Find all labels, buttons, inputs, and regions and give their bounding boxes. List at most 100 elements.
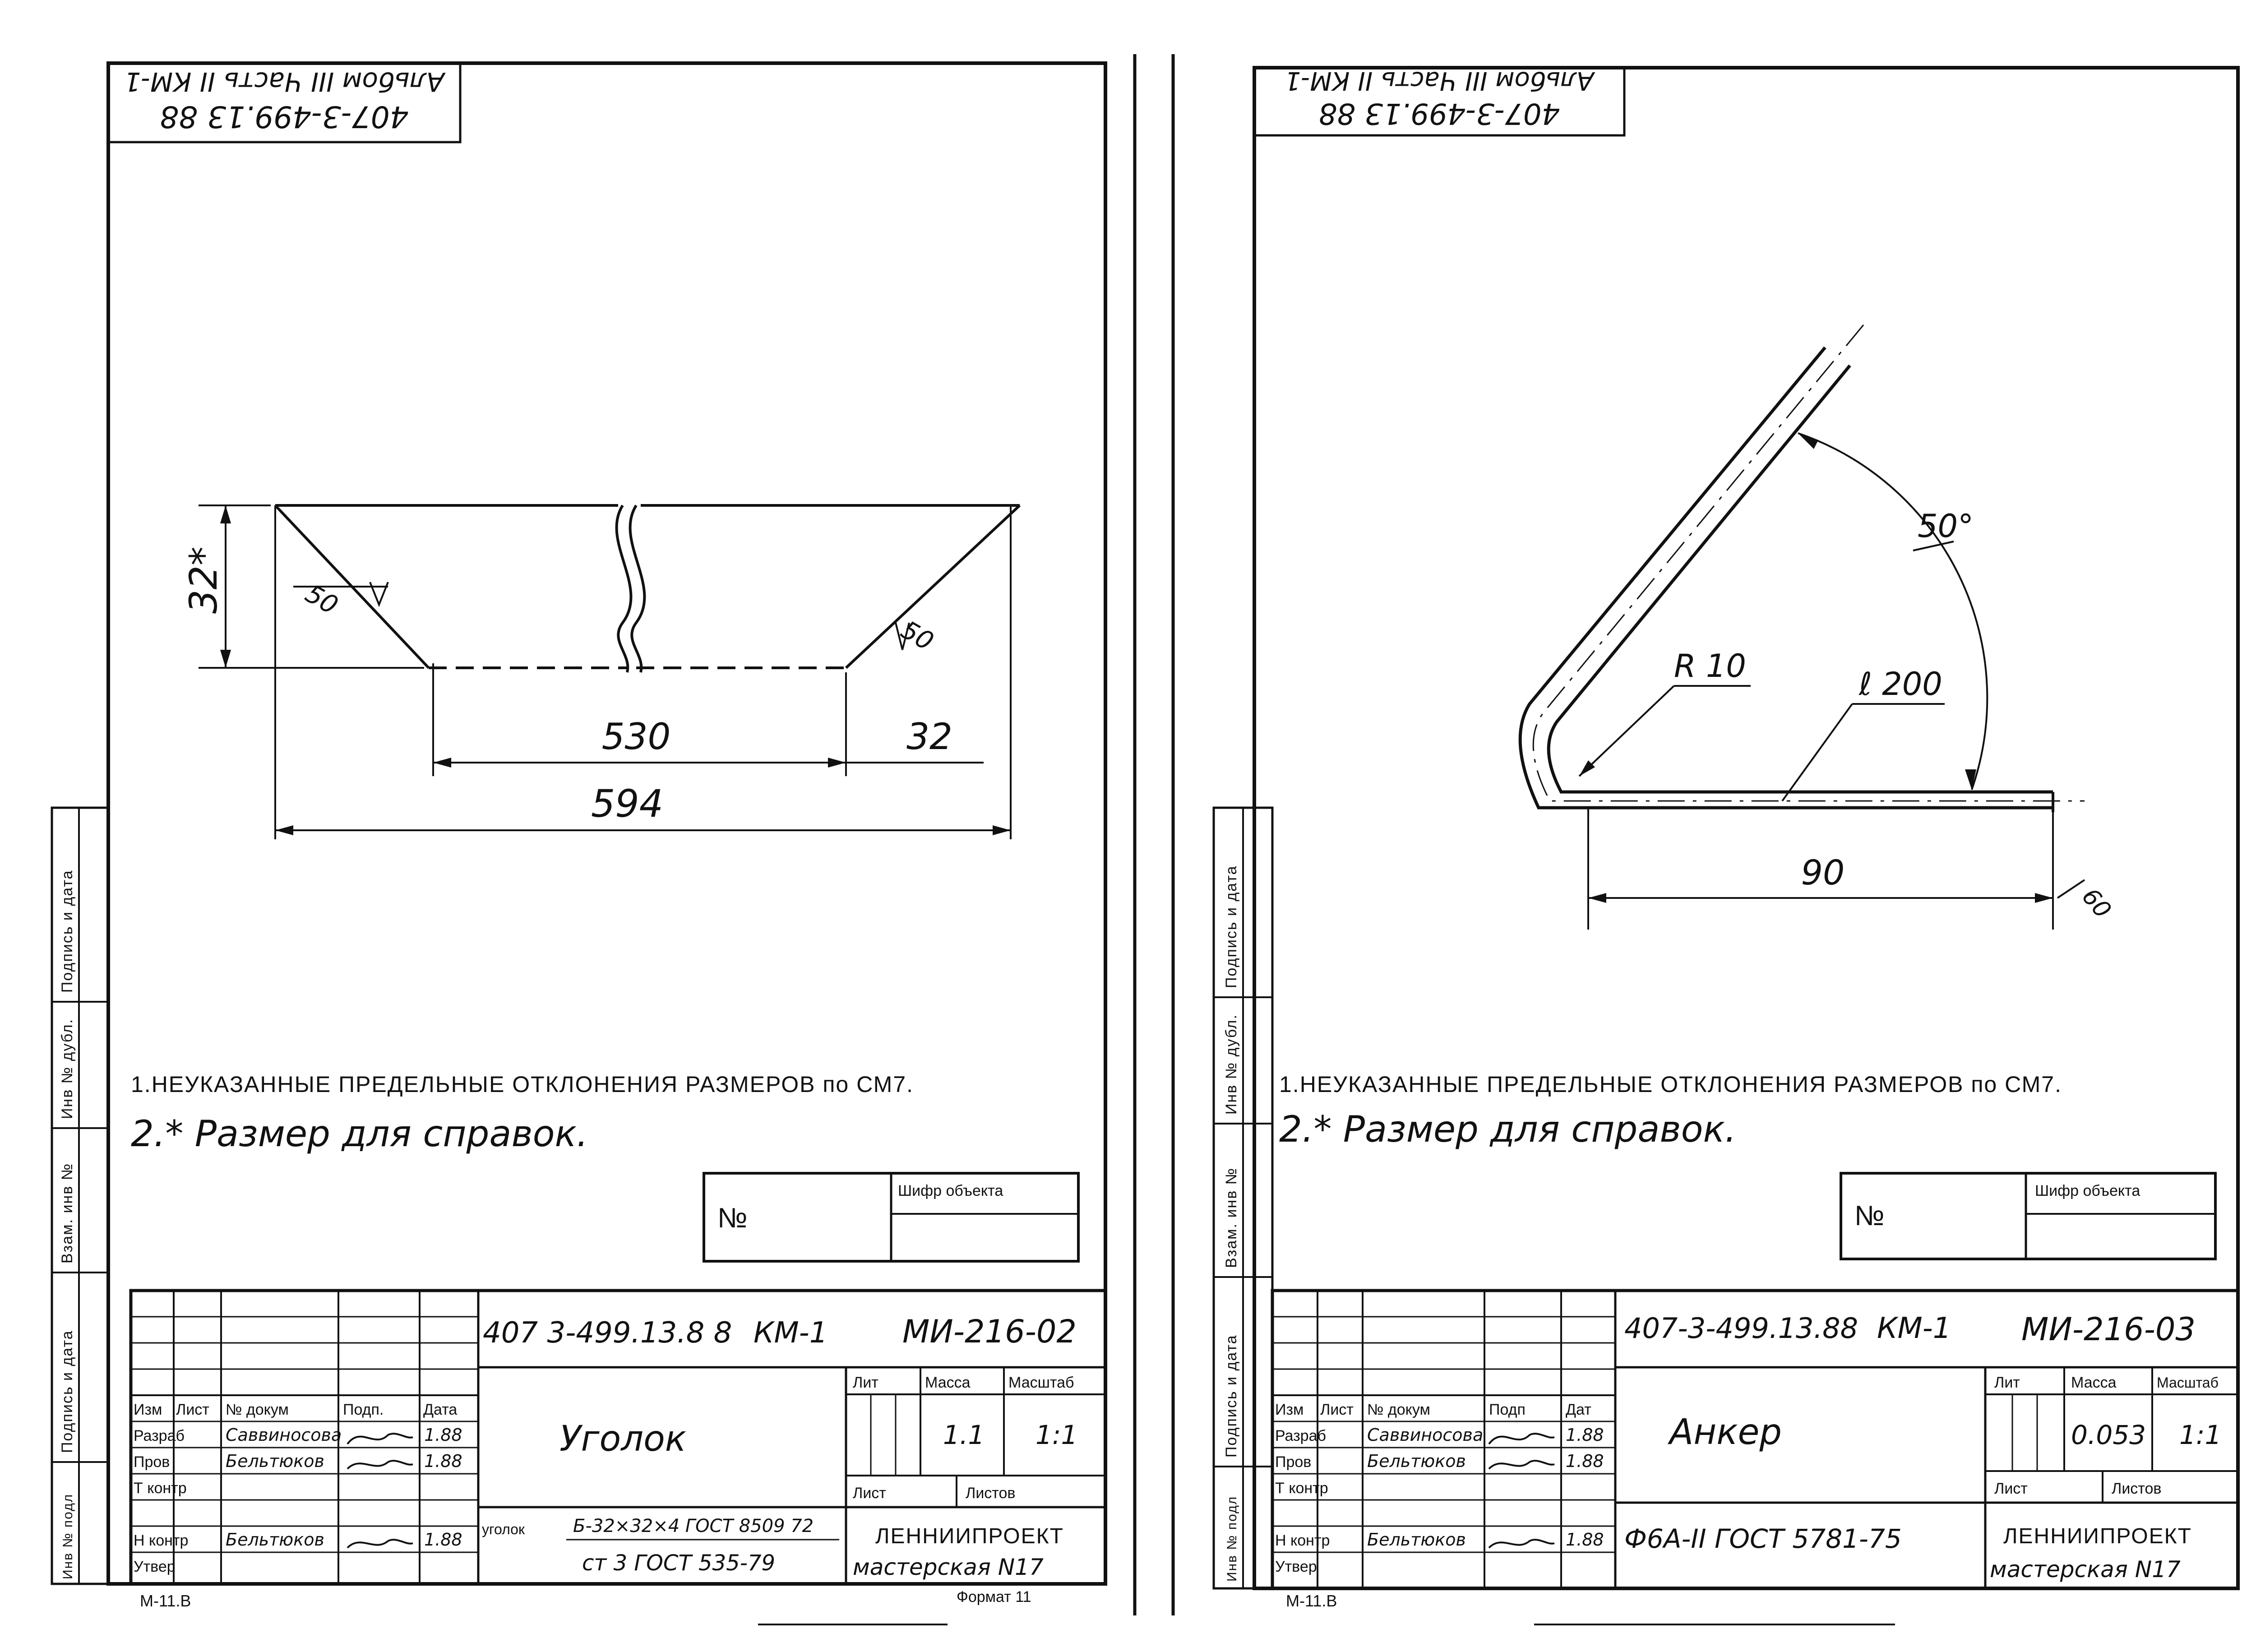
- left-mark: МИ-216-02: [902, 1313, 1077, 1350]
- left-note-2: 2.* Размер для справок.: [131, 1113, 588, 1155]
- left-date-3: 1.88: [424, 1530, 462, 1550]
- left-nkontr-name: Бельтюков: [226, 1530, 324, 1550]
- left-row-prov: Пров: [134, 1453, 170, 1471]
- anchor-centerline: [1532, 324, 2085, 802]
- left-row-nkontr: Н контр: [134, 1532, 188, 1549]
- left-massa: Масса: [925, 1374, 971, 1391]
- left-list: Лист: [853, 1485, 886, 1502]
- right-org: ЛЕННИИПРОЕКТ: [2003, 1524, 2192, 1548]
- anchor-inner-edge: [1547, 364, 2053, 794]
- left-org: ЛЕННИИПРОЕКТ: [875, 1524, 1064, 1548]
- left-col-doc: № докум: [226, 1401, 289, 1418]
- dim-90-text: 90: [1801, 852, 1845, 893]
- left-col-sign: Подп.: [343, 1401, 384, 1418]
- right-margin-podpis-1: Подпись и дата: [1223, 865, 1240, 988]
- right-col-izm: Изм: [1275, 1401, 1304, 1418]
- left-object-no: №: [717, 1203, 748, 1234]
- right-name: Анкер: [1667, 1412, 1782, 1453]
- right-row-tkontr: Т контр: [1275, 1480, 1328, 1497]
- right-sheet: 407-3-499.13 88 Альбом III Часть II КМ-1…: [1171, 54, 2240, 1615]
- left-date-2: 1.88: [424, 1451, 462, 1471]
- left-margin-inv-podl: Инв № подл: [60, 1494, 75, 1579]
- left-margin-stamp: Подпись и дата Инв № дубл. Взам. инв № П…: [51, 806, 110, 1585]
- left-row-tkontr: Т контр: [134, 1480, 187, 1497]
- left-format: Формат 11: [957, 1588, 1031, 1606]
- left-object-code: Шифр объекта: [898, 1182, 1003, 1199]
- right-date-3: 1.88: [1566, 1530, 1604, 1550]
- right-object-code: Шифр объекта: [2035, 1182, 2140, 1199]
- right-anchor-drawing: 50° R 10 ℓ 200 90 60: [1518, 324, 2116, 930]
- right-stamp-line1: 407-3-499.13 88: [1319, 97, 1560, 130]
- right-masshtab-val: 1:1: [2179, 1420, 2221, 1450]
- left-signature-2: [347, 1460, 413, 1470]
- left-col-date: Дата: [423, 1401, 457, 1418]
- angle-right-mark: 50: [896, 615, 938, 657]
- angle-right-bevel: [845, 504, 1021, 669]
- left-row-razrab: Разраб: [134, 1427, 185, 1444]
- left-object-box: № Шифр объекта: [703, 1172, 1080, 1263]
- left-margin-podpis-2: Подпись и дата: [59, 1330, 76, 1453]
- left-margin-podpis-1: Подпись и дата: [59, 870, 76, 993]
- right-list: Лист: [1994, 1480, 2028, 1497]
- right-object-box: № Шифр объекта: [1840, 1172, 2217, 1260]
- left-material-bottom: ст 3 ГОСТ 535-79: [582, 1550, 775, 1576]
- left-form-code: М-11.В: [140, 1592, 191, 1610]
- right-row-prov: Пров: [1275, 1453, 1311, 1471]
- left-masshtab-val: 1:1: [1036, 1420, 1077, 1450]
- left-date-1: 1.88: [424, 1425, 462, 1445]
- right-lit: Лит: [1994, 1374, 2020, 1391]
- radius-text: R 10: [1674, 648, 1746, 685]
- right-row-utv: Утвер: [1275, 1558, 1317, 1575]
- right-masshtab: Масштаб: [2157, 1374, 2219, 1391]
- angle-left-mark: 50: [300, 579, 343, 620]
- right-margin-podpis-2: Подпись и дата: [1223, 1334, 1240, 1458]
- right-col-date: Дат: [1566, 1401, 1591, 1418]
- right-doc-code: 407-3-499.13.88: [1624, 1312, 1858, 1345]
- left-listov: Листов: [966, 1485, 1015, 1502]
- right-col-sign: Подп: [1489, 1401, 1526, 1418]
- angle-arc: [1798, 432, 1988, 790]
- right-signature-2: [1488, 1460, 1555, 1470]
- right-object-no: №: [1854, 1200, 1885, 1231]
- left-signature-1: [347, 1433, 413, 1445]
- right-margin-stamp: Подпись и дата Инв № дубл. Взам. инв № П…: [1212, 806, 1274, 1590]
- dim-594-text: 594: [591, 782, 663, 826]
- right-stamp-top: 407-3-499.13 88 Альбом III Часть II КМ-1: [1253, 66, 1626, 137]
- dim-height-text: 32*: [181, 546, 226, 614]
- left-note-1: 1.НЕУКАЗАННЫЕ ПРЕДЕЛЬНЫЕ ОТКЛОНЕНИЯ РАЗМ…: [131, 1072, 914, 1097]
- right-razrab-name: Саввиносова: [1367, 1425, 1483, 1445]
- left-prov-name: Бельтюков: [226, 1451, 324, 1471]
- angle-text: 50°: [1918, 508, 1974, 545]
- right-stamp-line2: Альбом III Часть II КМ-1: [1285, 66, 1595, 95]
- right-massa: Масса: [2071, 1374, 2117, 1391]
- right-col-list: Лист: [1320, 1401, 1354, 1418]
- right-row-nkontr: Н контр: [1275, 1532, 1330, 1549]
- left-massa-val: 1.1: [943, 1420, 985, 1450]
- right-date-1: 1.88: [1566, 1425, 1604, 1445]
- left-workshop: мастерская N17: [853, 1554, 1044, 1580]
- right-listov: Листов: [2112, 1480, 2161, 1497]
- left-lit: Лит: [853, 1374, 878, 1391]
- right-form-code: М-11.В: [1286, 1592, 1337, 1610]
- angle-break-line: [615, 504, 633, 673]
- right-margin-inv-dubl: Инв № дубл.: [1223, 1014, 1240, 1115]
- left-stamp-line1: 407-3-499.13 88: [160, 99, 409, 134]
- right-nkontr-name: Бельтюков: [1367, 1530, 1466, 1550]
- right-prov-name: Бельтюков: [1367, 1451, 1466, 1471]
- right-note-2: 2.* Размер для справок.: [1279, 1108, 1736, 1150]
- left-angle-drawing: 32* 530 32 594 50 50: [181, 504, 1021, 839]
- length-text: ℓ 200: [1858, 666, 1942, 703]
- angle-end-text: 60: [2076, 883, 2116, 923]
- right-note-1: 1.НЕУКАЗАННЫЕ ПРЕДЕЛЬНЫЕ ОТКЛОНЕНИЯ РАЗМ…: [1279, 1072, 2062, 1097]
- right-title-block: Изм Лист № докум Подп Дат Разраб Пров Т …: [1271, 1289, 2240, 1590]
- right-material: Ф6А-II ГОСТ 5781-75: [1624, 1523, 1902, 1554]
- left-doc-code: 407 3-499.13.8 8: [483, 1316, 732, 1350]
- anchor-outer-edge: [1518, 346, 2053, 810]
- right-massa-val: 0.053: [2071, 1420, 2146, 1450]
- right-row-razrab: Разраб: [1275, 1427, 1326, 1444]
- dim-530-text: 530: [602, 716, 671, 758]
- right-frame: [1253, 66, 2240, 1590]
- right-mark: МИ-216-03: [2021, 1311, 2196, 1348]
- right-margin-inv-podl: Инв № подл: [1225, 1496, 1239, 1582]
